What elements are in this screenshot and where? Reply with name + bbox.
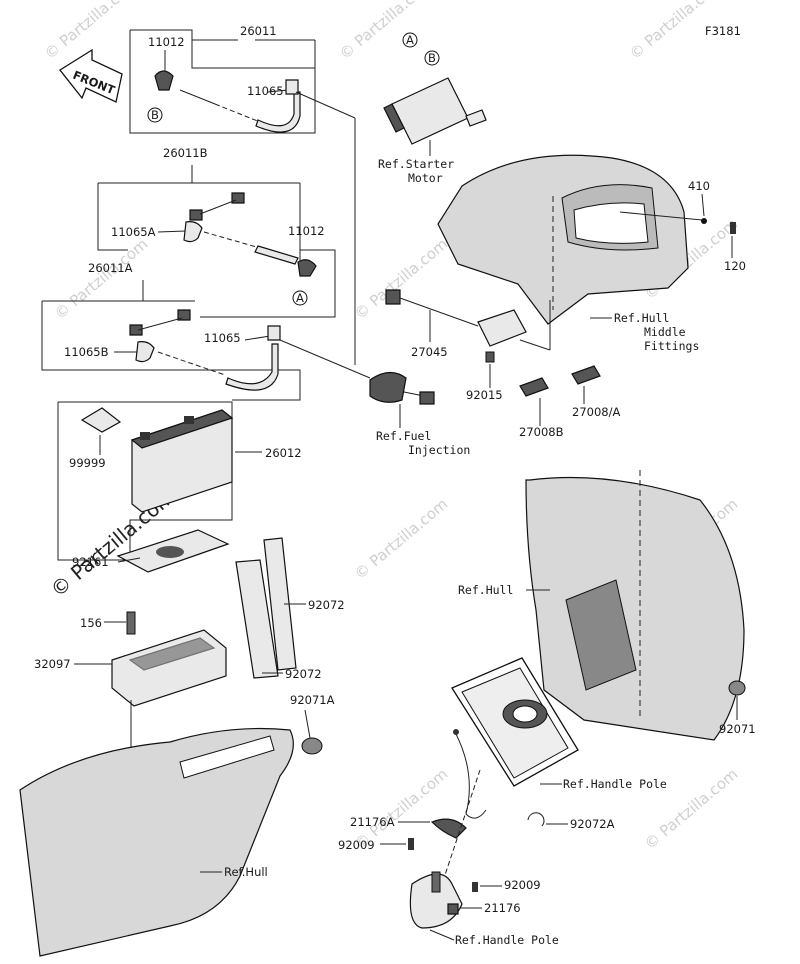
part-11065A: 11065A bbox=[111, 225, 156, 239]
ref-hull-middle-1: Ref.Hull bbox=[614, 311, 669, 325]
watermark: © Partzilla.com bbox=[51, 235, 151, 323]
part-92015: 92015 bbox=[466, 388, 503, 402]
ref-starter-1: Ref.Starter bbox=[378, 157, 454, 171]
part-11065: 11065 bbox=[247, 84, 284, 98]
battery-group: 99999 26012 92161 156 32097 92072 92072 bbox=[34, 401, 345, 860]
callout-B: B bbox=[151, 108, 159, 122]
ref-hull-middle-2: Middle bbox=[644, 325, 686, 339]
harness-27045: 27045 92015 27008B 27008/A bbox=[385, 289, 620, 439]
handle-bottom-parts: 21176A 92009 92072A 92009 21176 Ref.Hand… bbox=[338, 769, 615, 947]
part-92072-b: 92072 bbox=[285, 667, 322, 681]
hull-bottom-left: 92071A Ref.Hull bbox=[19, 693, 335, 957]
part-92009-a: 92009 bbox=[338, 838, 375, 852]
part-92072-a: 92072 bbox=[308, 598, 345, 612]
part-92071: 92071 bbox=[719, 722, 756, 736]
part-92072A: 92072A bbox=[570, 817, 615, 831]
part-120: 120 bbox=[724, 259, 746, 273]
ref-handle-pole-1: Ref.Handle Pole bbox=[563, 777, 667, 791]
part-92071A: 92071A bbox=[290, 693, 335, 707]
part-11065-mid: 11065 bbox=[204, 331, 241, 345]
watermark: © Partzilla.com bbox=[351, 235, 451, 323]
figure-code: F3181 bbox=[705, 24, 741, 38]
part-21176A: 21176A bbox=[350, 815, 395, 829]
part-99999: 99999 bbox=[69, 456, 106, 470]
handle-pole-plate: Ref.Handle Pole bbox=[451, 657, 667, 819]
ref-handle-pole-2: Ref.Handle Pole bbox=[455, 933, 559, 947]
part-410: 410 bbox=[688, 179, 710, 193]
part-26012: 26012 bbox=[265, 446, 302, 460]
hull-middle: 410 120 Ref.Hull Middle Fittings bbox=[437, 154, 746, 353]
part-27008B: 27008B bbox=[519, 425, 564, 439]
front-arrow: FRONT bbox=[59, 48, 123, 103]
part-32097: 32097 bbox=[34, 657, 71, 671]
part-26011B: 26011B bbox=[163, 146, 208, 160]
part-21176: 21176 bbox=[484, 901, 521, 915]
hull-right: Ref.Hull 92071 bbox=[458, 470, 756, 741]
starter-motor: A B Ref.Starter Motor bbox=[378, 32, 487, 185]
part-156: 156 bbox=[80, 616, 102, 630]
fuel-injection-part: Ref.Fuel Injection bbox=[369, 371, 470, 457]
part-11065B: 11065B bbox=[64, 345, 109, 359]
part-92161: 92161 bbox=[72, 555, 109, 569]
ref-fuel-1: Ref.Fuel bbox=[376, 429, 431, 443]
cable-26011B: 26011B 11065A 11012 A bbox=[97, 146, 336, 318]
part-27045: 27045 bbox=[411, 345, 448, 359]
ref-hull-bottom: Ref.Hull bbox=[224, 865, 268, 879]
callout-B: B bbox=[428, 51, 436, 65]
part-92009-b: 92009 bbox=[504, 878, 541, 892]
watermark: © Partzilla.com bbox=[351, 495, 451, 583]
part-26011A: 26011A bbox=[88, 261, 133, 275]
callout-A: A bbox=[296, 291, 304, 305]
part-26011: 26011 bbox=[240, 24, 277, 38]
part-11012-mid: 11012 bbox=[288, 224, 325, 238]
ref-fuel-2: Injection bbox=[408, 443, 470, 457]
watermark: © Partzilla.com bbox=[336, 0, 436, 63]
callout-A: A bbox=[406, 33, 414, 47]
part-27008A: 27008/A bbox=[572, 405, 620, 419]
ref-hull-middle-3: Fittings bbox=[644, 339, 699, 353]
part-11012: 11012 bbox=[148, 35, 185, 49]
ref-starter-2: Motor bbox=[408, 171, 443, 185]
cable-26011A: 26011A 11065B 11065 bbox=[41, 261, 371, 401]
cable-26011: 26011 11012 B 11065 bbox=[129, 24, 356, 365]
ref-hull-right: Ref.Hull bbox=[458, 583, 513, 597]
